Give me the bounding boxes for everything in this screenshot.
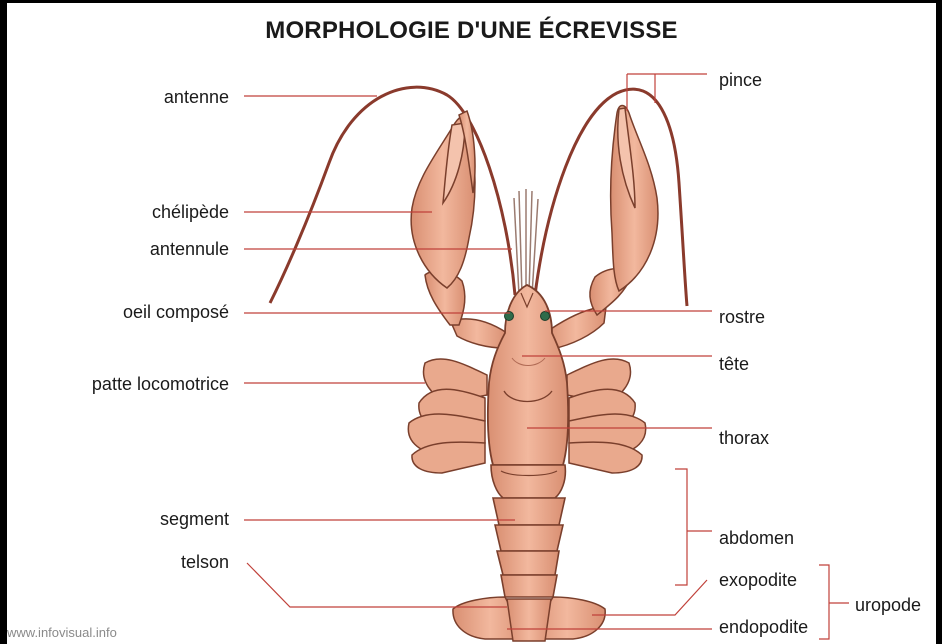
label-oeil-compose: oeil composé xyxy=(123,302,229,322)
label-pince: pince xyxy=(719,70,762,90)
label-telson: telson xyxy=(181,552,229,572)
label-endopodite: endopodite xyxy=(719,617,808,637)
cephalothorax xyxy=(488,285,568,465)
label-thorax: thorax xyxy=(719,428,769,448)
abdomen xyxy=(491,465,565,597)
diagram-canvas: MORPHOLOGIE D'UNE ÉCREVISSE xyxy=(7,3,936,644)
label-exopodite: exopodite xyxy=(719,570,797,590)
antenna-left xyxy=(270,87,515,303)
source-credit: www.infovisual.info xyxy=(7,625,117,640)
label-antenne: antenne xyxy=(164,87,229,107)
label-abdomen: abdomen xyxy=(719,528,794,548)
crayfish-illustration xyxy=(7,3,936,644)
label-uropode: uropode xyxy=(855,595,921,615)
right-cheliped xyxy=(545,106,658,350)
label-chelipede: chélipède xyxy=(152,202,229,222)
label-segment: segment xyxy=(160,509,229,529)
compound-eye-right xyxy=(541,312,550,321)
label-rostre: rostre xyxy=(719,307,765,327)
walking-legs-right xyxy=(567,359,646,473)
label-tete: tête xyxy=(719,354,749,374)
tail-fan xyxy=(453,597,605,641)
label-patte-locomotrice: patte locomotrice xyxy=(92,374,229,394)
label-antennule: antennule xyxy=(150,239,229,259)
walking-legs-left xyxy=(408,359,487,473)
antennules xyxy=(514,189,538,295)
